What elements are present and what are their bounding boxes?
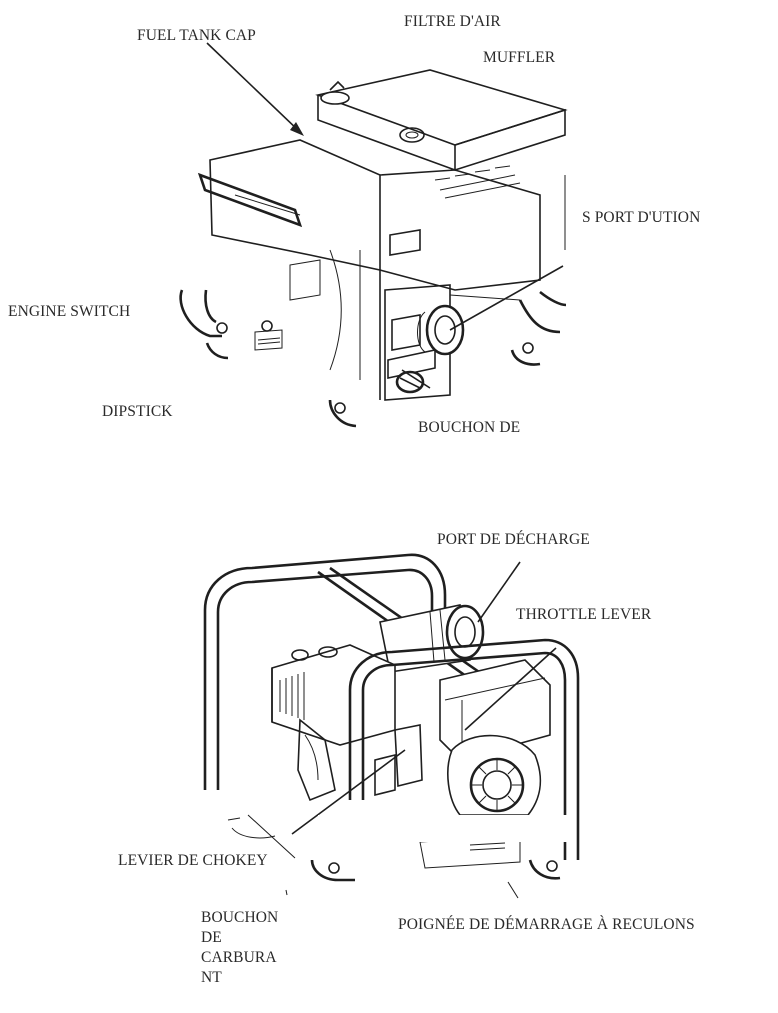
engine-block (271, 644, 396, 746)
suction-port-icon (425, 304, 465, 356)
label-sport-dution: S PORT D'UTION (582, 209, 701, 226)
label-muffler: MUFFLER (483, 49, 556, 66)
upper-leader-lines (206, 42, 564, 389)
label-dipstick: DIPSTICK (102, 403, 173, 420)
label-levier-de-chokey: LEVIER DE CHOKEY (118, 852, 268, 869)
label-throttle-lever: THROTTLE LEVER (516, 606, 652, 623)
label-engine-switch: ENGINE SWITCH (8, 303, 131, 320)
upper-pump-illustration (179, 69, 568, 428)
label-port-de-decharge: PORT DE DÉCHARGE (437, 531, 590, 548)
label-filtre-air: FILTRE D'AIR (404, 13, 501, 30)
air-filter-housing (439, 659, 551, 761)
discharge-port-icon (445, 604, 485, 660)
recoil-starter (447, 734, 542, 816)
label-bouchon-de: BOUCHON DE (418, 419, 521, 436)
label-fuel-tank-cap: FUEL TANK CAP (137, 27, 256, 44)
label-poignee-demarrage: POIGNÉE DE DÉMARRAGE À RECULONS (398, 916, 695, 933)
lower-leader-lines (247, 561, 557, 899)
label-bouchon-de-carburant: BOUCHON DE CARBURA NT (201, 909, 279, 986)
fuel-cap-icon (320, 91, 350, 105)
lower-pump-illustration (203, 553, 580, 882)
blank-band (318, 815, 568, 842)
